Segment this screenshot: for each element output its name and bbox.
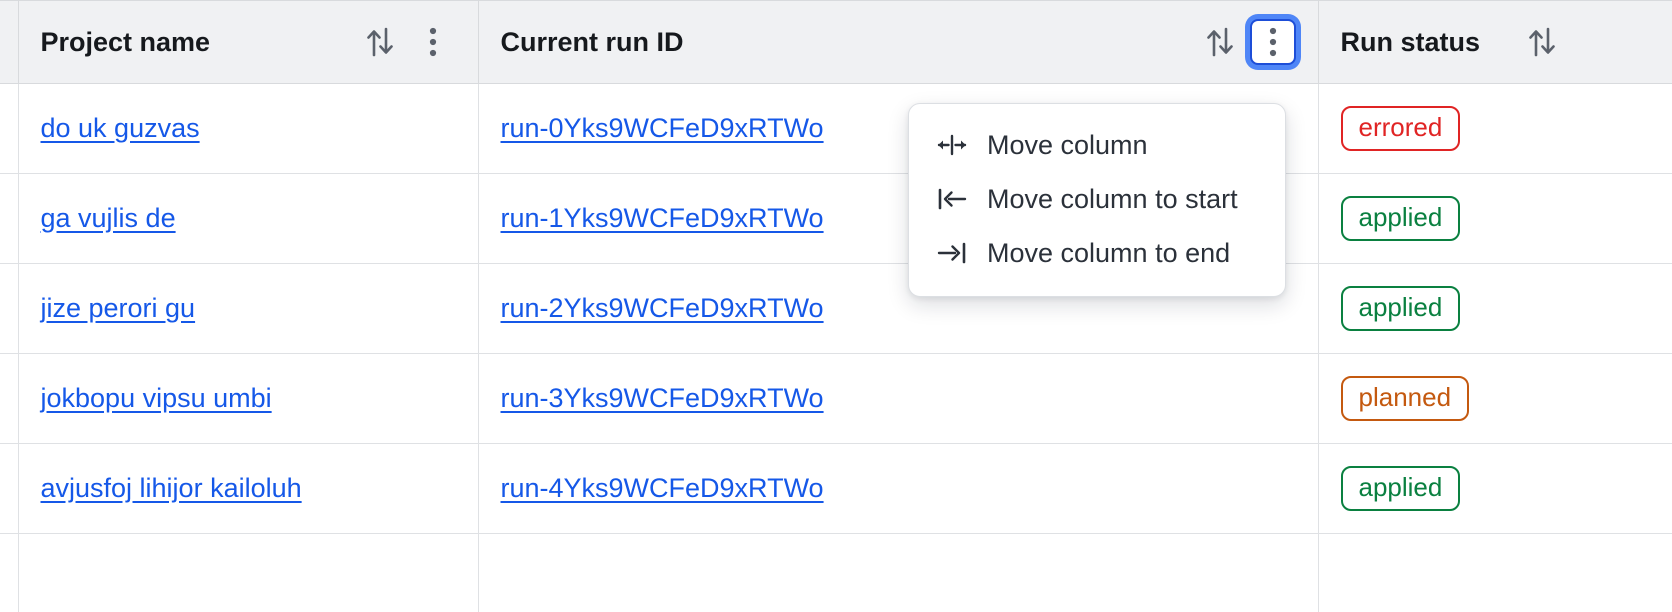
column-options-menu: Move column Move column to start Mov — [908, 103, 1286, 297]
header-run-status: Run status — [1318, 0, 1672, 84]
cell-current-run-id: run-4Yks9WCFeD9xRTWo — [478, 443, 1319, 534]
project-link[interactable]: jokbopu vipsu umbi — [40, 383, 272, 413]
move-column-icon — [935, 128, 969, 162]
run-id-link[interactable]: run-4Yks9WCFeD9xRTWo — [500, 473, 824, 503]
status-badge: applied — [1340, 285, 1461, 332]
cell-current-run-id — [478, 533, 1319, 612]
run-id-link[interactable]: run-0Yks9WCFeD9xRTWo — [500, 113, 824, 143]
header-row: Project name — [0, 0, 1672, 84]
project-link[interactable]: jize perori gu — [40, 293, 196, 323]
menu-item-label: Move column to end — [987, 237, 1231, 268]
status-badge: applied — [1340, 465, 1461, 512]
row-gutter — [0, 443, 19, 534]
cell-project-name: do uk guzvas — [18, 83, 479, 174]
header-gutter — [0, 0, 19, 84]
run-id-link[interactable]: run-1Yks9WCFeD9xRTWo — [500, 203, 824, 233]
move-column-to-start-icon — [935, 182, 969, 216]
cell-run-status: errored — [1318, 83, 1672, 174]
sort-arrows-icon[interactable] — [360, 19, 400, 65]
header-current-run-id: Current run ID — [478, 0, 1319, 84]
cell-run-status: applied — [1318, 443, 1672, 534]
project-link[interactable]: ga vujlis de — [40, 203, 176, 233]
column-options-icon[interactable] — [1249, 19, 1296, 65]
header-current-run-id-label: Current run ID — [500, 26, 684, 57]
table-row: jokbopu vipsu umbi run-3Yks9WCFeD9xRTWo … — [0, 353, 1672, 444]
run-id-link[interactable]: run-2Yks9WCFeD9xRTWo — [500, 293, 824, 323]
header-project-name-tools — [360, 19, 456, 65]
header-project-name-label: Project name — [40, 26, 211, 57]
status-badge: errored — [1340, 105, 1461, 152]
row-gutter — [0, 173, 19, 264]
cell-project-name: jize perori gu — [18, 263, 479, 354]
cell-current-run-id: run-3Yks9WCFeD9xRTWo — [478, 353, 1319, 444]
menu-item-move-column[interactable]: Move column — [909, 118, 1285, 172]
row-gutter — [0, 83, 19, 174]
table-row: do uk guzvas run-0Yks9WCFeD9xRTWo errore… — [0, 83, 1672, 174]
menu-item-move-column-to-end[interactable]: Move column to end — [909, 226, 1285, 280]
menu-item-label: Move column — [987, 129, 1148, 160]
project-link[interactable]: avjusfoj lihijor kailoluh — [40, 473, 302, 503]
move-column-to-end-icon — [935, 236, 969, 270]
cell-run-status: applied — [1318, 173, 1672, 264]
column-options-icon[interactable] — [410, 19, 456, 65]
status-badge: applied — [1340, 195, 1461, 242]
cell-run-status — [1318, 533, 1672, 612]
header-project-name: Project name — [18, 0, 479, 84]
menu-item-move-column-to-start[interactable]: Move column to start — [909, 172, 1285, 226]
cell-project-name: avjusfoj lihijor kailoluh — [18, 443, 479, 534]
cell-project-name: jokbopu vipsu umbi — [18, 353, 479, 444]
sort-arrows-icon[interactable] — [1200, 19, 1240, 65]
table-body: do uk guzvas run-0Yks9WCFeD9xRTWo errore… — [0, 83, 1672, 612]
header-current-run-id-tools — [1200, 19, 1296, 65]
cell-run-status: applied — [1318, 263, 1672, 354]
table-row: jize perori gu run-2Yks9WCFeD9xRTWo appl… — [0, 263, 1672, 354]
cell-project-name: ga vujlis de — [18, 173, 479, 264]
row-gutter — [0, 263, 19, 354]
header-run-status-label: Run status — [1340, 26, 1481, 57]
project-link[interactable]: do uk guzvas — [40, 113, 200, 143]
status-badge: planned — [1340, 375, 1470, 422]
cell-run-status: planned — [1318, 353, 1672, 444]
sort-arrows-icon[interactable] — [1522, 19, 1562, 65]
table-row: ga vujlis de run-1Yks9WCFeD9xRTWo applie… — [0, 173, 1672, 264]
row-gutter — [0, 353, 19, 444]
table-header: Project name — [0, 0, 1672, 84]
menu-item-label: Move column to start — [987, 183, 1238, 214]
row-gutter — [0, 533, 19, 612]
table-row — [0, 533, 1672, 612]
cell-project-name — [18, 533, 479, 612]
table-row: avjusfoj lihijor kailoluh run-4Yks9WCFeD… — [0, 443, 1672, 534]
run-id-link[interactable]: run-3Yks9WCFeD9xRTWo — [500, 383, 824, 413]
